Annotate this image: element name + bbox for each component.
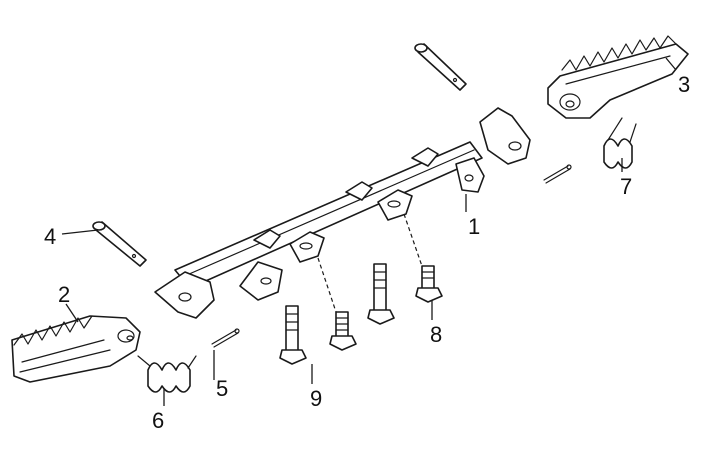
- callout-5: 5: [216, 376, 228, 401]
- callout-1: 1: [468, 214, 480, 239]
- left-cotter-pin: [211, 328, 240, 348]
- long-bolt-center: [367, 263, 395, 325]
- callout-4: 4: [44, 224, 56, 249]
- top-clevis-pin: [414, 43, 467, 91]
- callout-9: 9: [310, 386, 322, 411]
- callout-6: 6: [152, 408, 164, 433]
- short-bolt: [329, 311, 357, 351]
- callout-2: 2: [58, 282, 70, 307]
- left-spring: [137, 355, 197, 393]
- long-bolt-left: [279, 305, 307, 365]
- left-clevis-pin: [92, 221, 147, 267]
- callout-3: 3: [678, 72, 690, 97]
- right-footpeg: [547, 35, 689, 119]
- footpeg-mounting-bar: [154, 107, 531, 319]
- right-cotter-pin: [543, 164, 572, 184]
- leader-lines: [61, 57, 677, 406]
- right-spring: [603, 117, 637, 169]
- left-footpeg: [11, 315, 141, 383]
- callout-7: 7: [620, 174, 632, 199]
- callout-8: 8: [430, 322, 442, 347]
- short-bolt-right: [415, 265, 443, 303]
